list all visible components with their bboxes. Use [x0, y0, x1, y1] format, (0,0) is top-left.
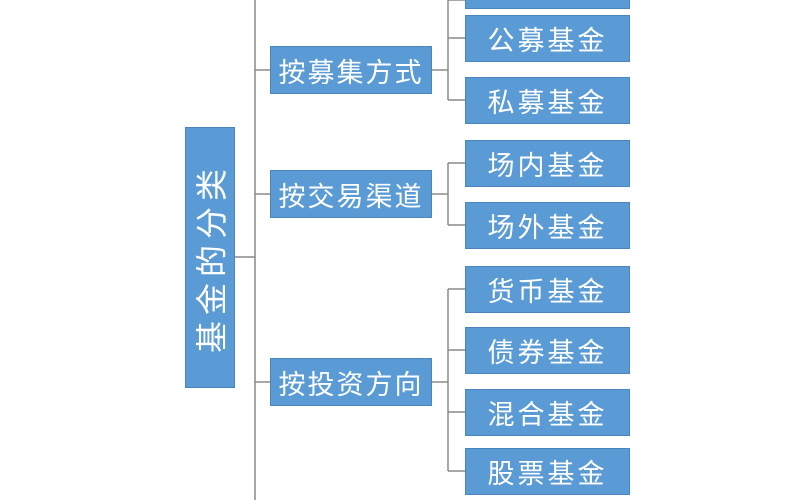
leaf-label: 债券基金: [487, 338, 608, 369]
leaf-label: 私募基金: [487, 88, 608, 119]
leaf-label: 股票基金: [487, 459, 608, 490]
leaf-exchange-fund: 场内基金: [465, 140, 630, 187]
leaf-label: 场外基金: [487, 213, 608, 244]
root-node: 基金的分类: [185, 127, 235, 388]
leaf-label: 混合基金: [487, 400, 608, 431]
branch-label: 按募集方式: [278, 57, 424, 89]
leaf-otc-fund: 场外基金: [465, 202, 630, 249]
leaf-label: 公募基金: [487, 26, 608, 57]
branch-label: 按交易渠道: [278, 181, 424, 213]
leaf-hybrid-fund: 混合基金: [465, 389, 630, 436]
leaf-private-fund: 私募基金: [465, 77, 630, 124]
branch-investment-direction: 按投资方向: [270, 358, 432, 406]
leaf-money-market-fund: 货币基金: [465, 266, 630, 313]
branch-label: 按投资方向: [278, 369, 424, 401]
leaf-public-fund: 公募基金: [465, 15, 630, 62]
root-label: 基金的分类: [193, 162, 232, 353]
branch-fundraising-method: 按募集方式: [270, 46, 432, 94]
leaf-label: 场内基金: [487, 151, 608, 182]
leaf-equity-fund: 股票基金: [465, 448, 630, 495]
leaf-bond-fund: 债券基金: [465, 327, 630, 374]
branch-trading-channel: 按交易渠道: [270, 170, 432, 218]
leaf-label: 货币基金: [487, 277, 608, 308]
cropped-node: [465, 0, 630, 9]
